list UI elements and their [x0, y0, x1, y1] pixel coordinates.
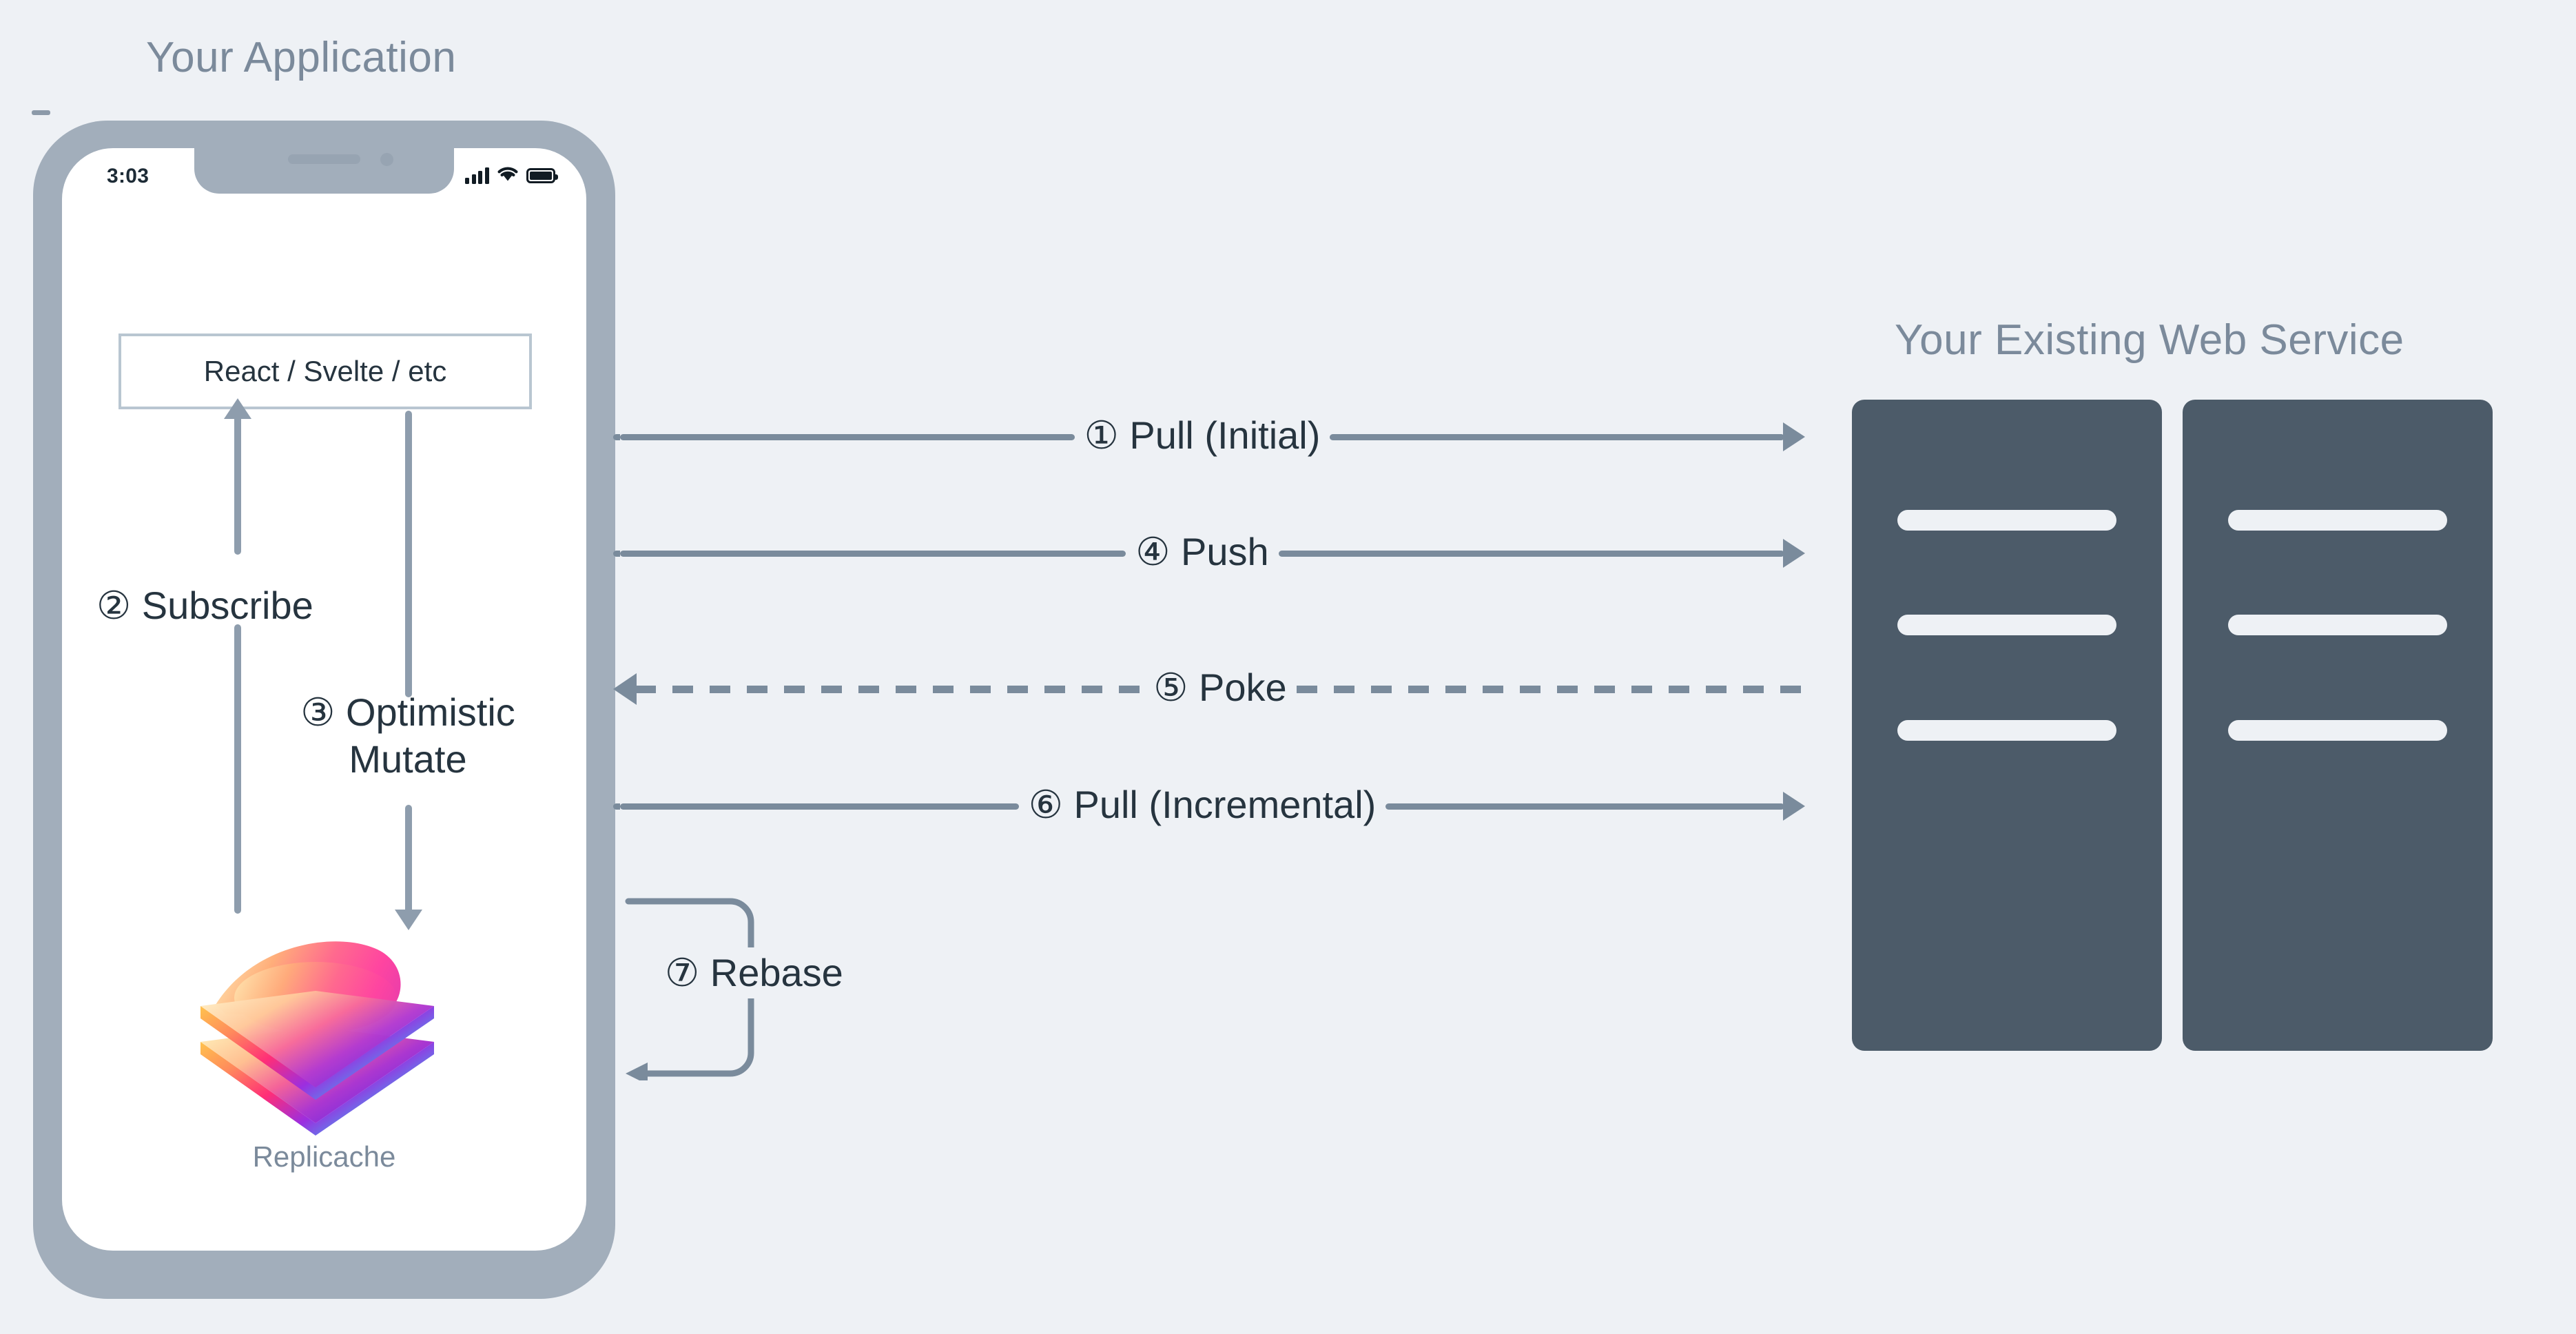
- flow-arrow-tail: [613, 550, 620, 557]
- server-rack-1: [1852, 400, 2162, 1051]
- replicache-logo: [178, 916, 474, 1137]
- ui-framework-box: React / Svelte / etc: [119, 334, 532, 409]
- ui-framework-label: React / Svelte / etc: [203, 355, 447, 387]
- mutate-arrow-shaft-upper: [405, 411, 412, 697]
- mutate-arrow-shaft-lower: [405, 805, 412, 914]
- flow-label-rebase: ⑦ Rebase: [658, 947, 850, 998]
- notch-speaker-icon: [288, 154, 360, 164]
- notch-camera-icon: [380, 153, 393, 166]
- wifi-icon: [496, 165, 519, 186]
- flow-arrowhead-icon: [1783, 422, 1806, 451]
- flow-arrowhead-icon: [1783, 792, 1806, 821]
- replicache-label: Replicache: [252, 1140, 396, 1173]
- flow-label-push: ④ Push: [1135, 530, 1269, 573]
- server-rack-2: [2183, 400, 2493, 1051]
- client-section-title: Your Application: [146, 34, 457, 81]
- flow-label-pull-initial: ① Pull (Initial): [1084, 413, 1321, 457]
- flow-arrowhead-icon: [1783, 539, 1805, 568]
- flow-arrow-tail: [613, 433, 620, 440]
- flow-arrow-line-left: [620, 550, 1126, 557]
- status-bar-time: 3:03: [107, 165, 150, 187]
- server-slot: [2228, 720, 2447, 741]
- server-slot: [1897, 510, 2116, 531]
- flow-label-subscribe: ② Subscribe: [96, 584, 313, 627]
- server-section-title: Your Existing Web Service: [1895, 316, 2404, 364]
- flow-arrowhead-icon: [613, 673, 637, 705]
- flow-label-optimistic-mutate: ③ Optimistic Mutate: [263, 689, 553, 783]
- flow-label-optimistic-mutate-line1: ③ Optimistic: [300, 690, 515, 734]
- flow-arrow-line-left: [635, 685, 1144, 693]
- server-slot: [1897, 720, 2116, 741]
- flow-label-pull-incremental: ⑥ Pull (Incremental): [1028, 783, 1377, 826]
- flow-label-poke: ⑤ Poke: [1153, 666, 1287, 709]
- mutate-arrowhead-icon: [395, 910, 422, 930]
- battery-icon: [526, 167, 558, 183]
- flow-arrow-line-left: [620, 433, 1075, 440]
- server-slot: [1897, 615, 2116, 635]
- flow-label-optimistic-mutate-line2: Mutate: [349, 737, 467, 781]
- subscribe-arrow-shaft-upper: [234, 407, 241, 555]
- flow-arrow-tail: [613, 803, 620, 810]
- flow-arrow-line-right: [1385, 803, 1785, 810]
- flow-arrow-line-right: [1296, 685, 1805, 693]
- flow-arrow-line-right: [1330, 433, 1785, 440]
- decorative-dash: [32, 110, 50, 115]
- server-slot: [2228, 615, 2447, 635]
- status-bar-icons: [465, 165, 558, 186]
- flow-arrow-line-left: [620, 803, 1019, 810]
- cellular-signal-icon: [465, 167, 489, 184]
- flow-arrow-line-right: [1278, 550, 1784, 557]
- server-slot: [2228, 510, 2447, 531]
- subscribe-arrow-shaft-lower: [234, 624, 241, 914]
